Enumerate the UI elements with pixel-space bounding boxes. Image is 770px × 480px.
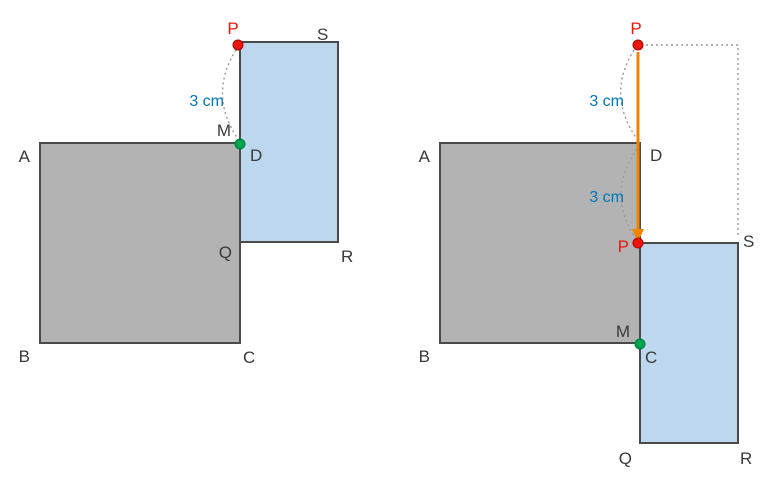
square-ABCD xyxy=(39,142,241,344)
right-diagram: A B P D P S M C Q R 3 cm 3 cm xyxy=(419,19,755,468)
label-R: R xyxy=(341,247,353,266)
label-A: A xyxy=(19,147,31,166)
label-B: B xyxy=(19,347,30,366)
point-M-dot xyxy=(634,338,646,350)
measure-label-3cm: 3 cm xyxy=(189,93,224,110)
point-P-top-dot[interactable] xyxy=(632,39,644,51)
label-C: C xyxy=(243,348,255,367)
measure-arc-D-to-P xyxy=(620,148,638,238)
label-P-bottom: P xyxy=(618,237,629,256)
label-M: M xyxy=(616,322,630,341)
label-Q: Q xyxy=(619,449,632,468)
label-Q: Q xyxy=(219,243,232,262)
rect-PQRS xyxy=(239,41,339,243)
measure-arc-P-to-D xyxy=(620,49,638,140)
previous-position-outline xyxy=(646,44,739,238)
square-ABCD xyxy=(439,142,641,344)
label-M: M xyxy=(217,121,231,140)
label-A: A xyxy=(419,147,431,166)
label-C: C xyxy=(645,348,657,367)
point-P-bottom-dot[interactable] xyxy=(632,237,644,249)
translation-arrowhead xyxy=(632,229,644,242)
left-diagram: A B C D M P Q R S 3 cm xyxy=(19,19,354,367)
label-R: R xyxy=(740,449,752,468)
label-B: B xyxy=(419,347,430,366)
label-P-top: P xyxy=(630,19,641,38)
measure-label-3cm-top: 3 cm xyxy=(589,93,624,110)
point-M-dot xyxy=(234,138,246,150)
rect-PQRS xyxy=(639,242,739,444)
label-P: P xyxy=(227,19,238,38)
label-S: S xyxy=(743,232,754,251)
label-D: D xyxy=(650,146,662,165)
label-S: S xyxy=(317,25,328,44)
label-D: D xyxy=(250,146,262,165)
measure-label-3cm-bottom: 3 cm xyxy=(589,189,624,206)
measure-arc-P-to-M xyxy=(221,49,239,140)
point-P-dot[interactable] xyxy=(232,39,244,51)
